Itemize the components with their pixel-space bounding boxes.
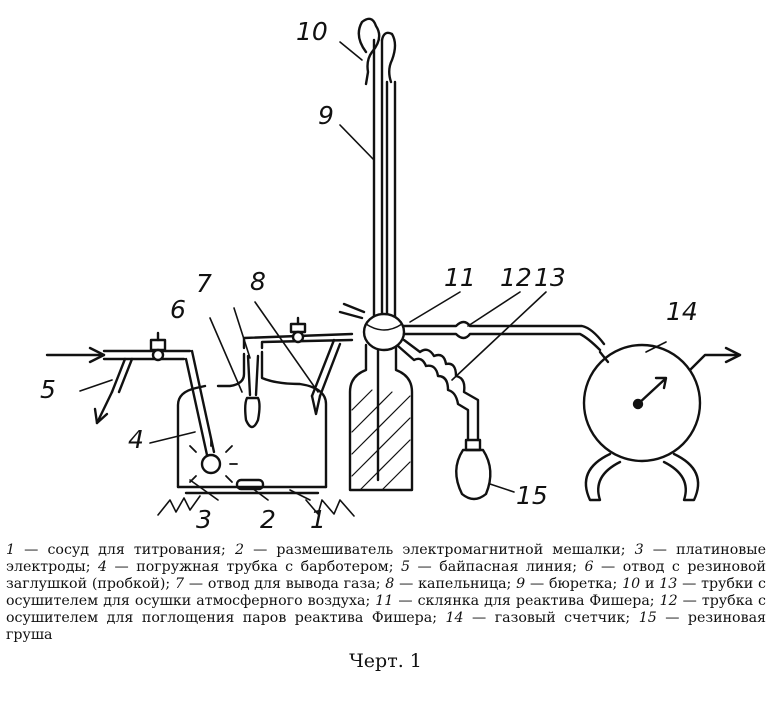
gas-meter bbox=[582, 343, 742, 502]
label-13: 13 bbox=[534, 263, 566, 292]
gas-inlet-arrow bbox=[45, 346, 106, 364]
legend-item: 11 — склянка для реактива Фишера; bbox=[375, 593, 660, 609]
label-15: 15 bbox=[516, 481, 548, 510]
label-7: 7 bbox=[196, 269, 212, 298]
legend-item: 2 — размешиватель электромагнитной мешал… bbox=[234, 542, 635, 558]
figure-legend: 1 — сосуд для титрования; 2 — размешиват… bbox=[6, 542, 766, 644]
label-6: 6 bbox=[170, 295, 186, 324]
label-8: 8 bbox=[250, 267, 266, 296]
inlet-line bbox=[102, 331, 192, 362]
burette bbox=[372, 31, 397, 482]
gas-outlet bbox=[242, 316, 354, 350]
dip-tube bbox=[184, 349, 222, 475]
side-arm-stopper bbox=[244, 354, 261, 429]
dropper bbox=[310, 338, 342, 416]
drying-tube-top bbox=[357, 17, 381, 86]
label-9: 9 bbox=[318, 101, 334, 130]
label-3: 3 bbox=[196, 505, 212, 534]
label-2: 2 bbox=[260, 505, 276, 534]
legend-item: 8 — капельница; bbox=[385, 576, 517, 592]
label-10: 10 bbox=[296, 17, 328, 46]
label-11: 11 bbox=[444, 263, 476, 292]
figure-caption: Черт. 1 bbox=[349, 650, 422, 672]
legend-item: 9 — бюретка; bbox=[516, 576, 623, 592]
legend-item: 10 и bbox=[622, 576, 660, 592]
bottle-head bbox=[338, 302, 406, 352]
legend-item: 6 — отвод с резиновой заглушкой (пробкой… bbox=[6, 559, 767, 592]
rubber-bulb bbox=[455, 438, 492, 501]
label-1: 1 bbox=[310, 505, 326, 534]
legend-item: 13 — трубки с осушителем для осушки атмо… bbox=[6, 576, 766, 609]
stir-bar bbox=[235, 478, 265, 491]
label-12: 12 bbox=[500, 263, 532, 292]
legend-item: 7 — отвод для вывода газа; bbox=[175, 576, 386, 592]
label-5: 5 bbox=[40, 375, 56, 404]
legend-item: 1 — сосуд для титрования; bbox=[6, 542, 235, 558]
leader-lines bbox=[79, 41, 667, 501]
label-14: 14 bbox=[666, 297, 698, 326]
apparatus-diagram: 10 9 11 12 13 14 7 8 6 5 4 3 2 1 15 bbox=[40, 17, 742, 534]
legend-item: 3 — платиновые электроды; bbox=[6, 542, 766, 575]
label-4: 4 bbox=[128, 425, 144, 454]
reagent-bottle bbox=[348, 343, 414, 492]
bypass-line bbox=[93, 357, 134, 425]
legend-item: 4 — погружная трубка с барботером; bbox=[98, 559, 401, 575]
stirrer-base bbox=[157, 495, 355, 517]
legend-item: 14 — газовый счетчик; bbox=[445, 610, 639, 626]
legend-item: 5 — байпасная линия; bbox=[400, 559, 585, 575]
drying-tube-12 bbox=[402, 320, 606, 352]
drying-tube-13 bbox=[396, 338, 480, 442]
platinum-electrodes bbox=[189, 439, 238, 483]
legend-item: 15 — резиновая груша bbox=[6, 610, 766, 643]
legend-item: 12 — трубка с осушителем для поглощения … bbox=[6, 593, 766, 626]
